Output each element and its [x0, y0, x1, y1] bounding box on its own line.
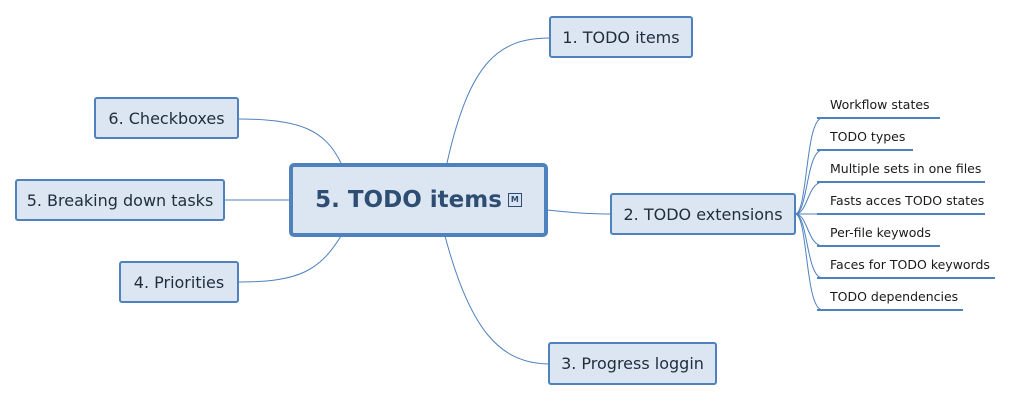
- branch-priorities-label: 4. Priorities: [133, 272, 225, 292]
- central-topic-label: 5. TODO items: [315, 187, 502, 213]
- map-marker-icon: M: [507, 193, 522, 207]
- branch-priorities[interactable]: 4. Priorities: [119, 261, 239, 303]
- branch-todo-extensions[interactable]: 2. TODO extensions: [610, 193, 796, 235]
- branch-checkboxes[interactable]: 6. Checkboxes: [94, 97, 239, 139]
- branch-breaking-down-tasks[interactable]: 5. Breaking down tasks: [15, 179, 225, 221]
- branch-checkboxes-label: 6. Checkboxes: [108, 108, 225, 128]
- branch-todo-extensions-label: 2. TODO extensions: [623, 204, 783, 224]
- branch-breaking-down-tasks-label: 5. Breaking down tasks: [26, 190, 214, 210]
- branch-todo-items[interactable]: 1. TODO items: [549, 16, 693, 58]
- link-checkboxes: [238, 118, 342, 164]
- link-progress-logging: [444, 235, 551, 365]
- link-todo-extensions: [546, 209, 613, 215]
- subtopic-fasts-acces[interactable]: Fasts acces TODO states: [830, 193, 985, 208]
- link-todo-items: [446, 37, 551, 164]
- branch-progress-logging[interactable]: 3. Progress loggin: [548, 342, 717, 385]
- subtopic-faces-for-todo-keywords[interactable]: Faces for TODO keywords: [830, 257, 990, 272]
- branch-progress-logging-label: 3. Progress loggin: [561, 354, 704, 373]
- subtopic-todo-types[interactable]: TODO types: [830, 129, 906, 144]
- subtopic-workflow-states[interactable]: Workflow states: [830, 97, 930, 112]
- link-priorities: [238, 235, 342, 283]
- subtopic-per-file-keywods[interactable]: Per-file keywods: [830, 225, 931, 240]
- branch-todo-items-label: 1. TODO items: [562, 27, 680, 47]
- subtopic-todo-dependencies[interactable]: TODO dependencies: [830, 289, 959, 304]
- central-topic[interactable]: 5. TODO items M: [289, 163, 548, 237]
- subtopic-multiple-sets[interactable]: Multiple sets in one files: [830, 161, 982, 176]
